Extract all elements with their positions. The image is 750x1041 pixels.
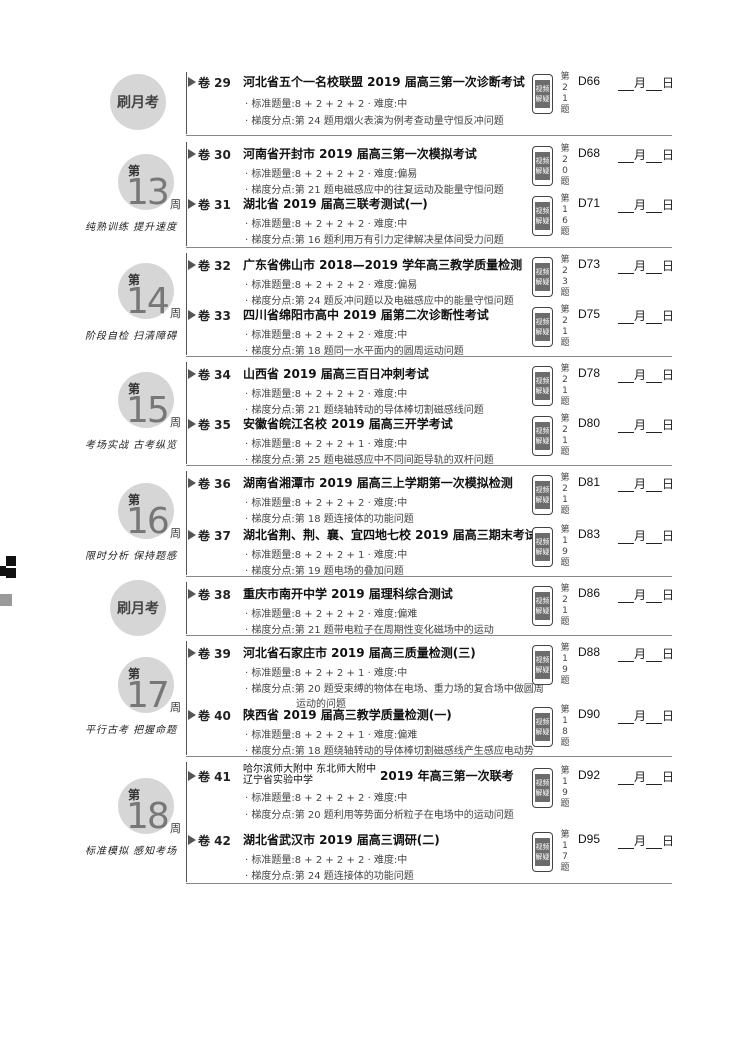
video-phone-icon[interactable]: 视频解疑 — [532, 366, 553, 406]
arrow-icon — [188, 199, 196, 209]
date-fill[interactable]: 月日 — [618, 366, 674, 383]
motto: 阶段自检 扫清障碍 — [85, 331, 178, 342]
week-label: 第 16 周 限时分析 保持题感 — [78, 469, 186, 577]
arrow-icon — [188, 77, 196, 87]
date-fill[interactable]: 月日 — [618, 146, 674, 163]
exam-title-schools: 哈尔滨师大附中 东北师大附中 辽宁省实验中学 — [243, 764, 377, 786]
video-phone-icon[interactable]: 视频解疑 — [532, 527, 553, 567]
video-phone-icon[interactable]: 视频解疑 — [532, 146, 553, 186]
exam-focus: · 梯度分点:第 24 题用烟火表演为例考查动量守恒反冲问题 — [245, 116, 504, 127]
week-label: 第 13 周 纯熟训练 提升速度 — [78, 140, 186, 248]
exam-meta: · 标准题量:8 + 2 + 2 + 2 · 难度:中 — [245, 99, 408, 110]
video-phone-icon[interactable]: 视频解疑 — [532, 645, 553, 685]
shuayue-badge: 刷月考 — [110, 580, 166, 636]
week-circle — [118, 154, 174, 210]
exam-title: 河北省五个一名校联盟 2019 届高三第一次诊断考试 — [243, 75, 525, 89]
section-week-18: 第 18 周 标准模拟 感知考场 卷 41 哈尔滨师大附中 东北师大附中 辽宁省… — [78, 760, 674, 884]
motto: 限时分析 保持题感 — [85, 551, 178, 562]
week-label: 第 18 周 标准模拟 感知考场 — [78, 760, 186, 884]
date-fill[interactable]: 月日 — [618, 645, 674, 662]
motto: 纯熟训练 提升速度 — [85, 222, 178, 233]
shuayue-badge: 刷月考 — [110, 74, 166, 130]
edge-tab-marks — [0, 556, 16, 608]
date-fill[interactable]: 月日 — [618, 832, 674, 849]
section-label: 刷月考 — [78, 580, 186, 636]
date-fill[interactable]: 月日 — [618, 74, 674, 91]
date-fill[interactable]: 月日 — [618, 257, 674, 274]
week-label: 第 14 周 阶段自检 扫清障碍 — [78, 251, 186, 357]
section-week-15: 第 15 周 考场实战 古考纵览 卷 34 山西省 2019 届高三百日冲刺考试… — [78, 360, 674, 466]
video-phone-icon[interactable]: 视频解疑 — [532, 196, 553, 236]
section-week-16: 第 16 周 限时分析 保持题感 卷 36 湖南省湘潭市 2019 届高三上学期… — [78, 469, 674, 577]
section-label: 刷月考 — [78, 70, 186, 136]
video-phone-icon[interactable]: 视频解疑 — [532, 586, 553, 626]
date-fill[interactable]: 月日 — [618, 307, 674, 324]
video-phone-icon[interactable]: 视频解疑 — [532, 832, 553, 872]
video-phone-icon[interactable]: 视频解疑 — [532, 257, 553, 297]
juan-number: 卷 29 — [198, 76, 231, 90]
video-phone-icon[interactable]: 视频解疑 — [532, 475, 553, 515]
motto: 标准模拟 感知考场 — [85, 846, 178, 857]
date-fill[interactable]: 月日 — [618, 475, 674, 492]
week-label: 第 15 周 考场实战 古考纵览 — [78, 360, 186, 466]
date-fill[interactable]: 月日 — [618, 416, 674, 433]
date-fill[interactable]: 月日 — [618, 768, 674, 785]
section-week-17: 第 17 周 平行古考 把握命题 卷 39 河北省石家庄市 2019 届高三质量… — [78, 639, 674, 757]
video-phone-icon[interactable]: 视频解疑 — [532, 74, 553, 114]
section-shuayue-1: 刷月考 卷 29 河北省五个一名校联盟 2019 届高三第一次诊断考试 · 标准… — [78, 70, 674, 136]
page-code: D66 — [578, 74, 601, 88]
video-phone-icon[interactable]: 视频解疑 — [532, 707, 553, 747]
section-week-13: 第 13 周 纯熟训练 提升速度 卷 30 河南省开封市 2019 届高三第一次… — [78, 140, 674, 248]
exam-entry[interactable]: 卷 29 河北省五个一名校联盟 2019 届高三第一次诊断考试 · 标准题量:8… — [188, 72, 674, 132]
arrow-icon — [188, 149, 196, 159]
section-shuayue-2: 刷月考 卷 38 重庆市南开中学 2019 届理科综合测试 · 标准题量:8 +… — [78, 580, 674, 636]
motto: 平行古考 把握命题 — [85, 725, 178, 736]
date-fill[interactable]: 月日 — [618, 527, 674, 544]
date-fill[interactable]: 月日 — [618, 196, 674, 213]
video-phone-icon[interactable]: 视频解疑 — [532, 768, 553, 808]
date-fill[interactable]: 月日 — [618, 586, 674, 603]
motto: 考场实战 古考纵览 — [85, 440, 178, 451]
week-label: 第 17 周 平行古考 把握命题 — [78, 639, 186, 757]
date-fill[interactable]: 月日 — [618, 707, 674, 724]
video-phone-icon[interactable]: 视频解疑 — [532, 416, 553, 456]
video-phone-icon[interactable]: 视频解疑 — [532, 307, 553, 347]
section-week-14: 第 14 周 阶段自检 扫清障碍 卷 32 广东省佛山市 2018—2019 学… — [78, 251, 674, 357]
